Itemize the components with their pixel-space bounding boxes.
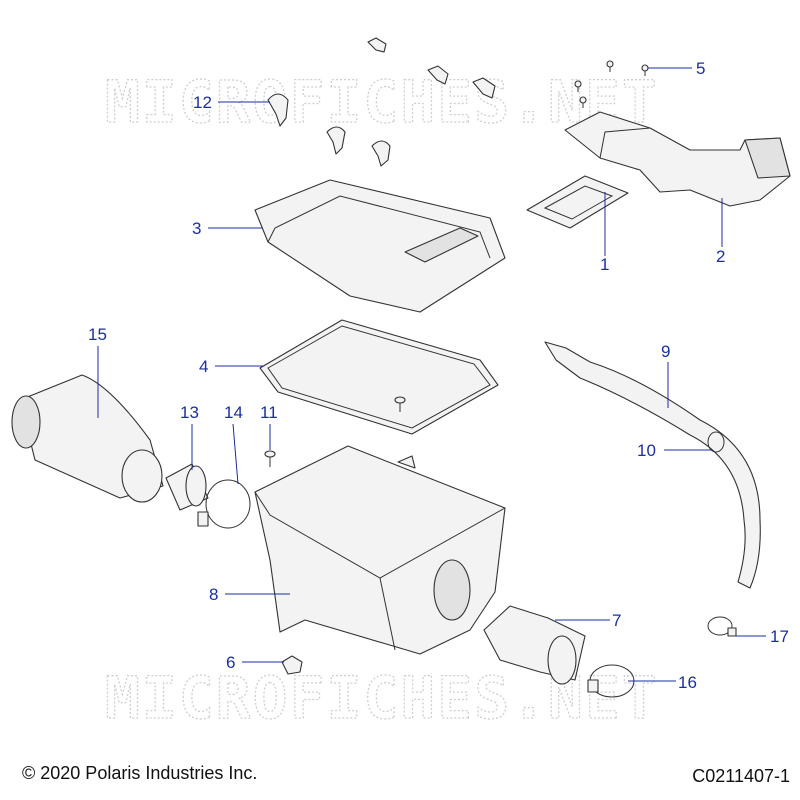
part-3-airbox-lid [254, 179, 506, 313]
part-15-air-filter [11, 374, 164, 503]
part-12-clips [267, 37, 496, 167]
callout-15: 15 [88, 325, 107, 344]
part-8-airbox-base [254, 445, 506, 655]
callout-1: 1 [600, 255, 609, 274]
callout-13: 13 [180, 403, 199, 422]
part-4-gasket [259, 319, 499, 435]
leader-lines [97, 67, 766, 682]
callout-17: 17 [770, 627, 789, 646]
callout-10: 10 [637, 441, 656, 460]
part-17-clamp [707, 616, 737, 637]
callout-8: 8 [209, 585, 218, 604]
callout-4: 4 [199, 357, 208, 376]
part-1-seal-plate [526, 175, 629, 229]
drawing-number: C0211407-1 [692, 766, 790, 786]
callout-7: 7 [612, 611, 621, 630]
part-14-clamp [197, 479, 251, 529]
callout-2: 2 [716, 247, 725, 266]
part-9-breather-hose [544, 341, 761, 589]
part-4-screw [394, 396, 406, 412]
part-2-intake-duct [564, 111, 791, 207]
part-7-boot [483, 605, 586, 685]
callout-12: 12 [193, 93, 212, 112]
copyright-notice: © 2020 Polaris Industries Inc. [22, 763, 258, 783]
callout-5: 5 [696, 59, 705, 78]
callout-6: 6 [226, 653, 235, 672]
callout-16: 16 [678, 673, 697, 692]
callout-3: 3 [192, 219, 201, 238]
part-6-nut [281, 655, 303, 675]
part-13-coupler [165, 463, 209, 511]
watermark-top: MICROFICHES.NET [105, 68, 659, 136]
part-11-screw [264, 450, 276, 467]
callout-9: 9 [661, 342, 670, 361]
callout-14: 14 [224, 403, 243, 422]
callout-11: 11 [260, 403, 278, 422]
part-10-clamp [707, 431, 725, 453]
